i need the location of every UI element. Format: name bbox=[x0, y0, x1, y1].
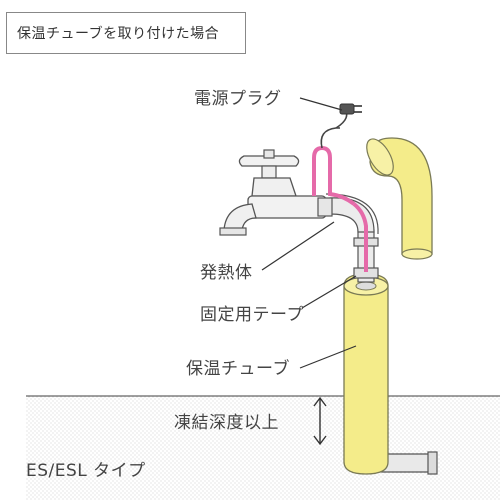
faucet bbox=[219, 149, 333, 236]
label-frost-depth: 凍結深度以上 bbox=[174, 413, 279, 433]
tape-leader bbox=[301, 275, 357, 309]
ground-area bbox=[26, 396, 500, 500]
heater-cable bbox=[312, 107, 368, 272]
leader-lines bbox=[261, 97, 357, 369]
depth-arrow bbox=[313, 396, 327, 446]
insulation-tube-vertical bbox=[343, 273, 389, 475]
plug-leader bbox=[299, 97, 343, 111]
caption-box: 保温チューブを取り付けた場合 bbox=[6, 12, 246, 54]
riser-pipe bbox=[325, 193, 379, 283]
insulation-elbow-piece bbox=[366, 137, 433, 260]
label-fixing-tape: 固定用テープ bbox=[200, 305, 304, 325]
power-plug bbox=[339, 103, 362, 115]
tube-leader bbox=[299, 345, 357, 369]
label-power-plug: 電源プラグ bbox=[194, 89, 282, 109]
label-heater: 発熱体 bbox=[200, 263, 253, 283]
caption-text: 保温チューブを取り付けた場合 bbox=[17, 26, 220, 42]
heater-leader bbox=[261, 221, 335, 271]
label-insulation-tube: 保温チューブ bbox=[186, 359, 290, 379]
label-product-type: ES/ESL タイプ bbox=[26, 461, 146, 481]
